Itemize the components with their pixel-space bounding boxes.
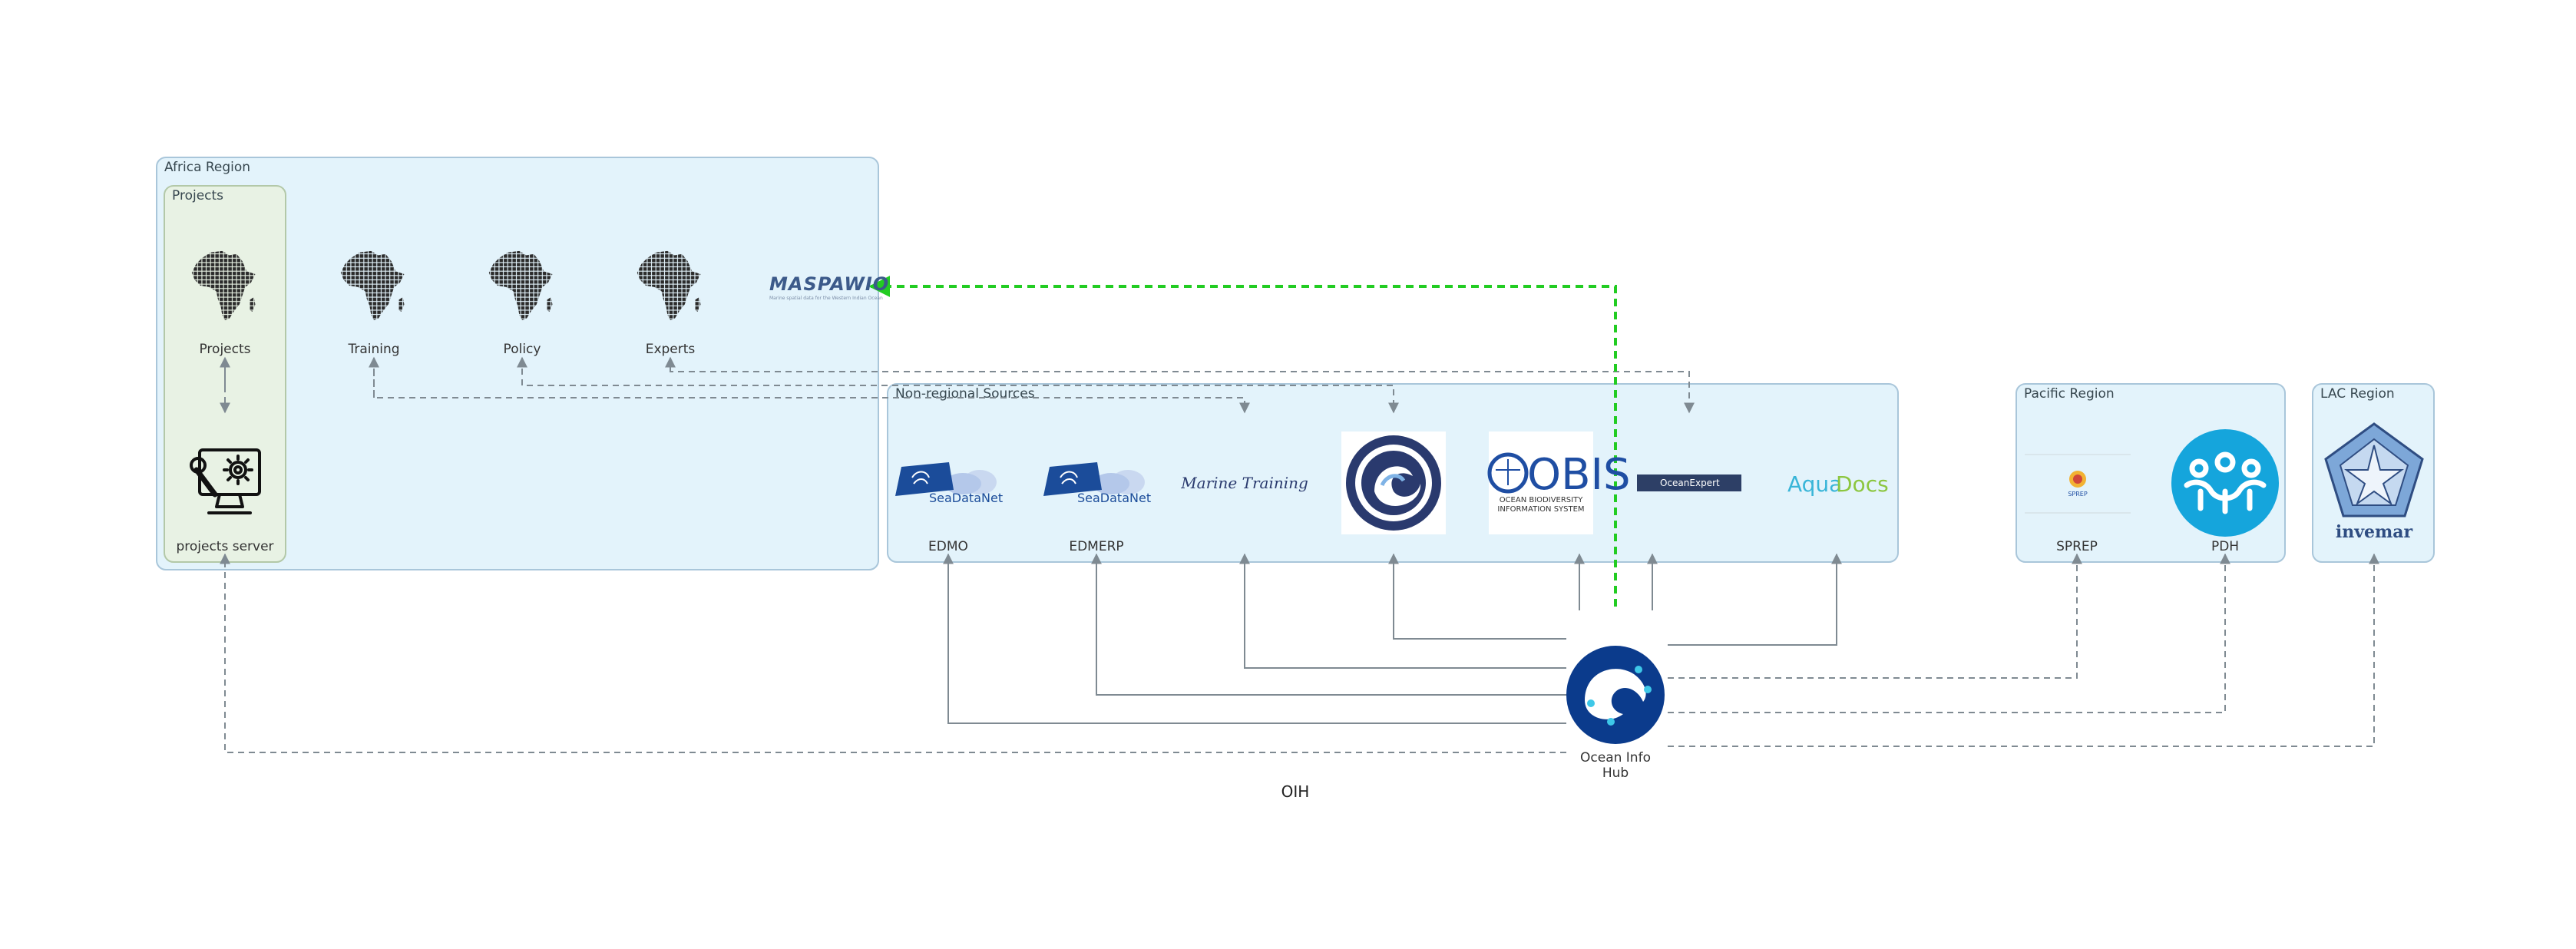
svg-text:OBIS: OBIS: [1527, 450, 1631, 500]
node-marine-training[interactable]: Marine Training: [1180, 474, 1308, 492]
svg-text:INFORMATION SYSTEM: INFORMATION SYSTEM: [1497, 505, 1584, 514]
node-edmerp[interactable]: SeaDataNet EDMERP: [1043, 462, 1151, 554]
node-experts[interactable]: Experts: [637, 250, 701, 357]
node-invemar[interactable]: invemar: [2324, 422, 2424, 542]
node-experts-label: Experts: [646, 342, 696, 357]
seadatanet-logo: SeaDataNet: [1043, 462, 1151, 505]
node-edmo-label: EDMO: [928, 539, 968, 554]
oceanexpert-logo-text: OceanExpert: [1660, 478, 1720, 488]
edge-oih-maspawio: [868, 276, 1617, 607]
diagram-caption: OIH: [1281, 782, 1310, 801]
node-obis[interactable]: OBIS OCEAN BIODIVERSITY INFORMATION SYST…: [1487, 432, 1631, 534]
node-ocean-info-hub[interactable]: Ocean Info Hub: [1566, 646, 1665, 781]
africa-region-title: Africa Region: [164, 160, 250, 175]
svg-text:SeaDataNet: SeaDataNet: [1077, 491, 1151, 505]
aquadocs-logo-text-b: Docs: [1836, 471, 1889, 497]
svg-text:invemar: invemar: [2336, 522, 2413, 542]
edge-oih-sprep: [1668, 553, 2082, 679]
node-oih-label-line1: Ocean Info: [1580, 750, 1651, 765]
edge-oih-aquadocs: [1668, 553, 1842, 646]
node-sprep[interactable]: SPREP SPREP: [2025, 454, 2131, 554]
node-edmo[interactable]: SeaDataNet EDMO: [895, 462, 1003, 554]
wrench-gear-monitor-icon: [190, 448, 261, 514]
pdh-logo: [2171, 429, 2279, 537]
node-pdh-label: PDH: [2211, 539, 2239, 554]
svg-text:SeaDataNet: SeaDataNet: [929, 491, 1003, 505]
node-training[interactable]: Training: [340, 250, 405, 357]
node-projects-server[interactable]: projects server: [176, 448, 274, 554]
edge-oih-oceandecade: [1388, 553, 1566, 640]
node-oih-label-line2: Hub: [1602, 765, 1629, 781]
oih-logo: [1566, 646, 1665, 744]
obis-logo: OBIS OCEAN BIODIVERSITY INFORMATION SYST…: [1487, 450, 1631, 514]
edge-oih-edmerp: [1091, 553, 1566, 696]
edge-oih-marine-training: [1239, 553, 1566, 669]
node-policy[interactable]: Policy: [488, 250, 553, 357]
node-ocean-decade[interactable]: [1341, 432, 1446, 534]
node-maspawio[interactable]: MASPAWIO Marine spatial data for the Wes…: [769, 273, 889, 301]
edges: [220, 276, 2379, 753]
edge-oih-edmo: [943, 553, 1566, 724]
nonregional-region-title: Non-regional Sources: [895, 386, 1035, 402]
seadatanet-logo: SeaDataNet: [895, 462, 1003, 505]
node-projects-server-label: projects server: [176, 539, 273, 554]
node-oceanexpert[interactable]: OceanExpert: [1637, 474, 1741, 491]
edge-oih-projects-server: [220, 553, 1566, 753]
node-edmerp-label: EDMERP: [1069, 539, 1123, 554]
sprep-logo: SPREP: [2068, 471, 2088, 498]
node-projects-label: Projects: [199, 342, 250, 357]
oceanexpert-logo: [1637, 474, 1741, 491]
ocean-decade-logo: [1346, 435, 1441, 531]
edge-oih-invemar: [1668, 553, 2379, 747]
invemar-logo: invemar: [2324, 422, 2424, 542]
maspawio-logo-subtext: Marine spatial data for the Western Indi…: [769, 296, 883, 301]
projects-group-title: Projects: [172, 188, 223, 203]
node-projects[interactable]: Projects: [191, 250, 256, 357]
pacific-region-title: Pacific Region: [2024, 386, 2115, 402]
svg-text:SPREP: SPREP: [2068, 491, 2088, 498]
lac-region-title: LAC Region: [2320, 386, 2395, 402]
node-sprep-label: SPREP: [2056, 539, 2098, 554]
node-aquadocs[interactable]: Aqua Docs: [1787, 471, 1889, 497]
node-pdh[interactable]: PDH: [2171, 429, 2279, 554]
node-policy-label: Policy: [504, 342, 541, 357]
maspawio-logo-text: MASPAWIO: [769, 273, 889, 295]
edge-oih-pdh: [1668, 553, 2230, 713]
aquadocs-logo-text-a: Aqua: [1787, 471, 1842, 497]
svg-text:OCEAN BIODIVERSITY: OCEAN BIODIVERSITY: [1500, 496, 1584, 504]
node-training-label: Training: [347, 342, 399, 357]
edge-training-marine: [373, 358, 1250, 414]
marine-training-logo-text: Marine Training: [1180, 474, 1308, 492]
